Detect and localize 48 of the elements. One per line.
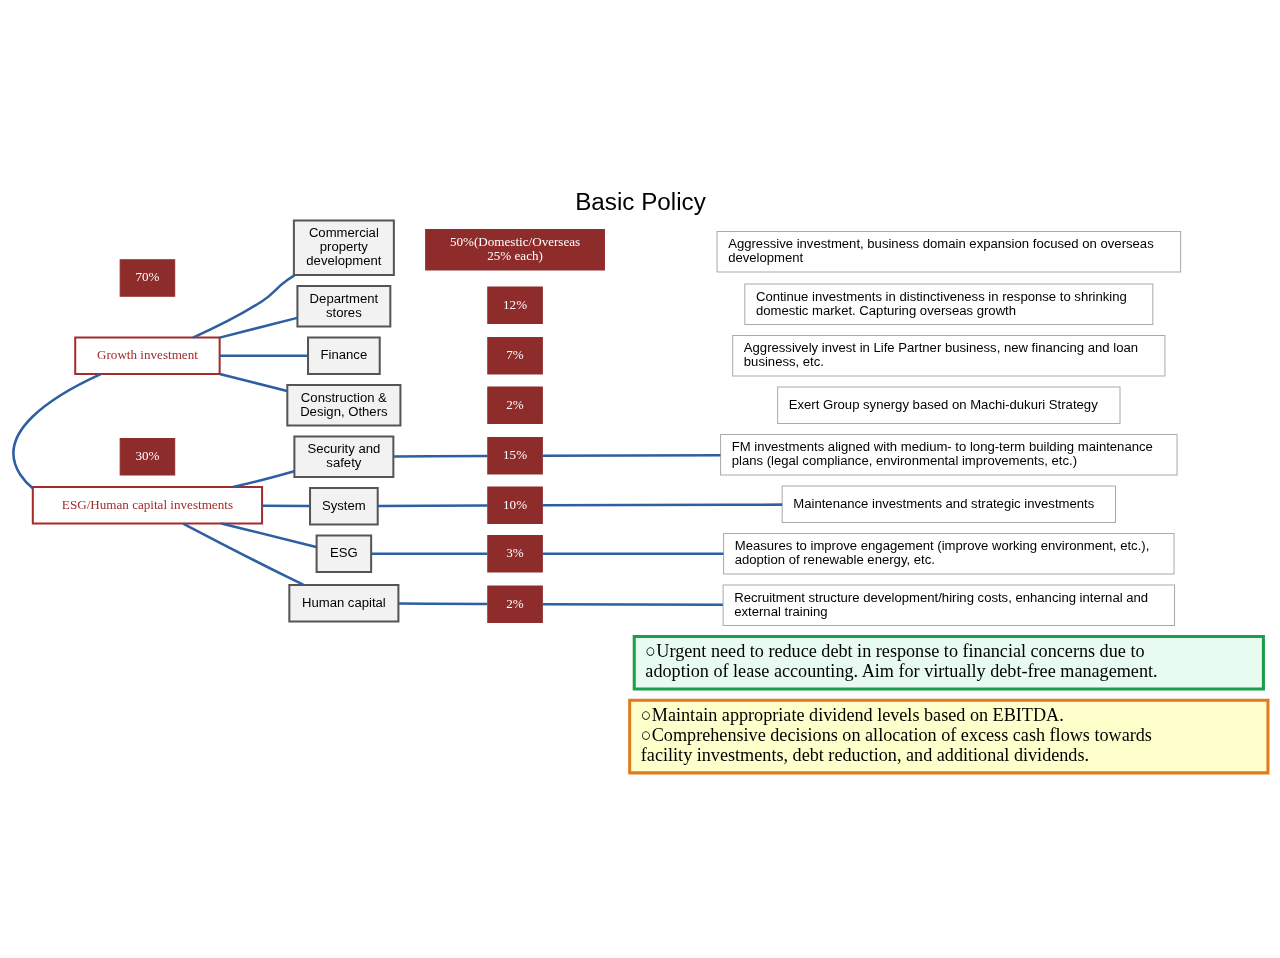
connector: [219, 354, 308, 357]
node-box: 7%: [486, 336, 543, 374]
node-box: ESG/Human capital investments: [31, 485, 263, 524]
node-box: Growth investment: [73, 336, 221, 375]
node-box: Commercial property development: [292, 218, 395, 276]
connector: [377, 503, 488, 507]
node-box: ESG: [315, 534, 372, 573]
node-box: Exert Group synergy based on Machi-dukuri Strategy: [776, 386, 1120, 424]
node-box: 2%: [486, 585, 543, 623]
diagram-title: Basic Policy: [574, 187, 706, 215]
connector: [218, 372, 287, 392]
connector: [541, 602, 723, 606]
node-box: 70%: [119, 258, 175, 297]
node-box: Measures to improve engagement (improve working environment, etc.), adoption of renewable energy, etc.: [722, 532, 1175, 574]
node-box: Finance: [306, 336, 381, 375]
connector: [398, 601, 487, 605]
node-box: 3%: [486, 534, 543, 572]
node-box: Recruitment structure development/hiring costs, enhancing internal and external training: [722, 584, 1175, 626]
node-box: Aggressively invest in Life Partner business, new financing and loan business, etc.: [731, 334, 1165, 376]
node-box: Department stores: [295, 284, 391, 327]
connector: [541, 502, 782, 506]
connector: [541, 453, 720, 457]
connector: [261, 504, 310, 507]
node-box: Construction & Design, Others: [285, 383, 401, 426]
connector: [220, 521, 316, 548]
node-box: 12%: [486, 286, 543, 324]
connector: [370, 551, 487, 555]
node-box: Aggressive investment, business domain expansion focused on overseas development: [716, 230, 1181, 272]
node-box: 10%: [486, 486, 543, 524]
node-box: Continue investments in distinctiveness in response to shrinking domestic market. Capturing overseas growth: [743, 283, 1153, 325]
connector: [541, 551, 723, 555]
node-box: ○Urgent need to reduce debt in response to financial concerns due to adoption of lease accounting. Aim for virtually debt-free management.: [632, 634, 1265, 691]
node-box: 30%: [119, 437, 175, 475]
node-box: 50%(Domestic/Overseas 25% each): [424, 228, 605, 270]
node-box: 2%: [486, 386, 543, 424]
connector: [232, 469, 295, 488]
connector: [11, 372, 101, 489]
node-box: Human capital: [287, 583, 399, 622]
connector: [182, 521, 304, 586]
node-box: System: [308, 486, 379, 525]
node-box: ○Maintain appropriate dividend levels based on EBITDA. ○Comprehensive decisions on allocation of excess cash flows towards facility investments, debt reduction, and additional dividends.: [627, 698, 1269, 774]
node-box: FM investments aligned with medium- to long-term building maintenance plans (legal compliance, environmental improvements, etc.): [719, 433, 1178, 475]
connector: [393, 454, 488, 458]
node-box: Security and safety: [292, 435, 394, 478]
connector: [191, 273, 295, 339]
connector: [218, 316, 298, 339]
node-box: Maintenance investments and strategic investments: [781, 485, 1116, 523]
node-box: 15%: [486, 436, 543, 474]
